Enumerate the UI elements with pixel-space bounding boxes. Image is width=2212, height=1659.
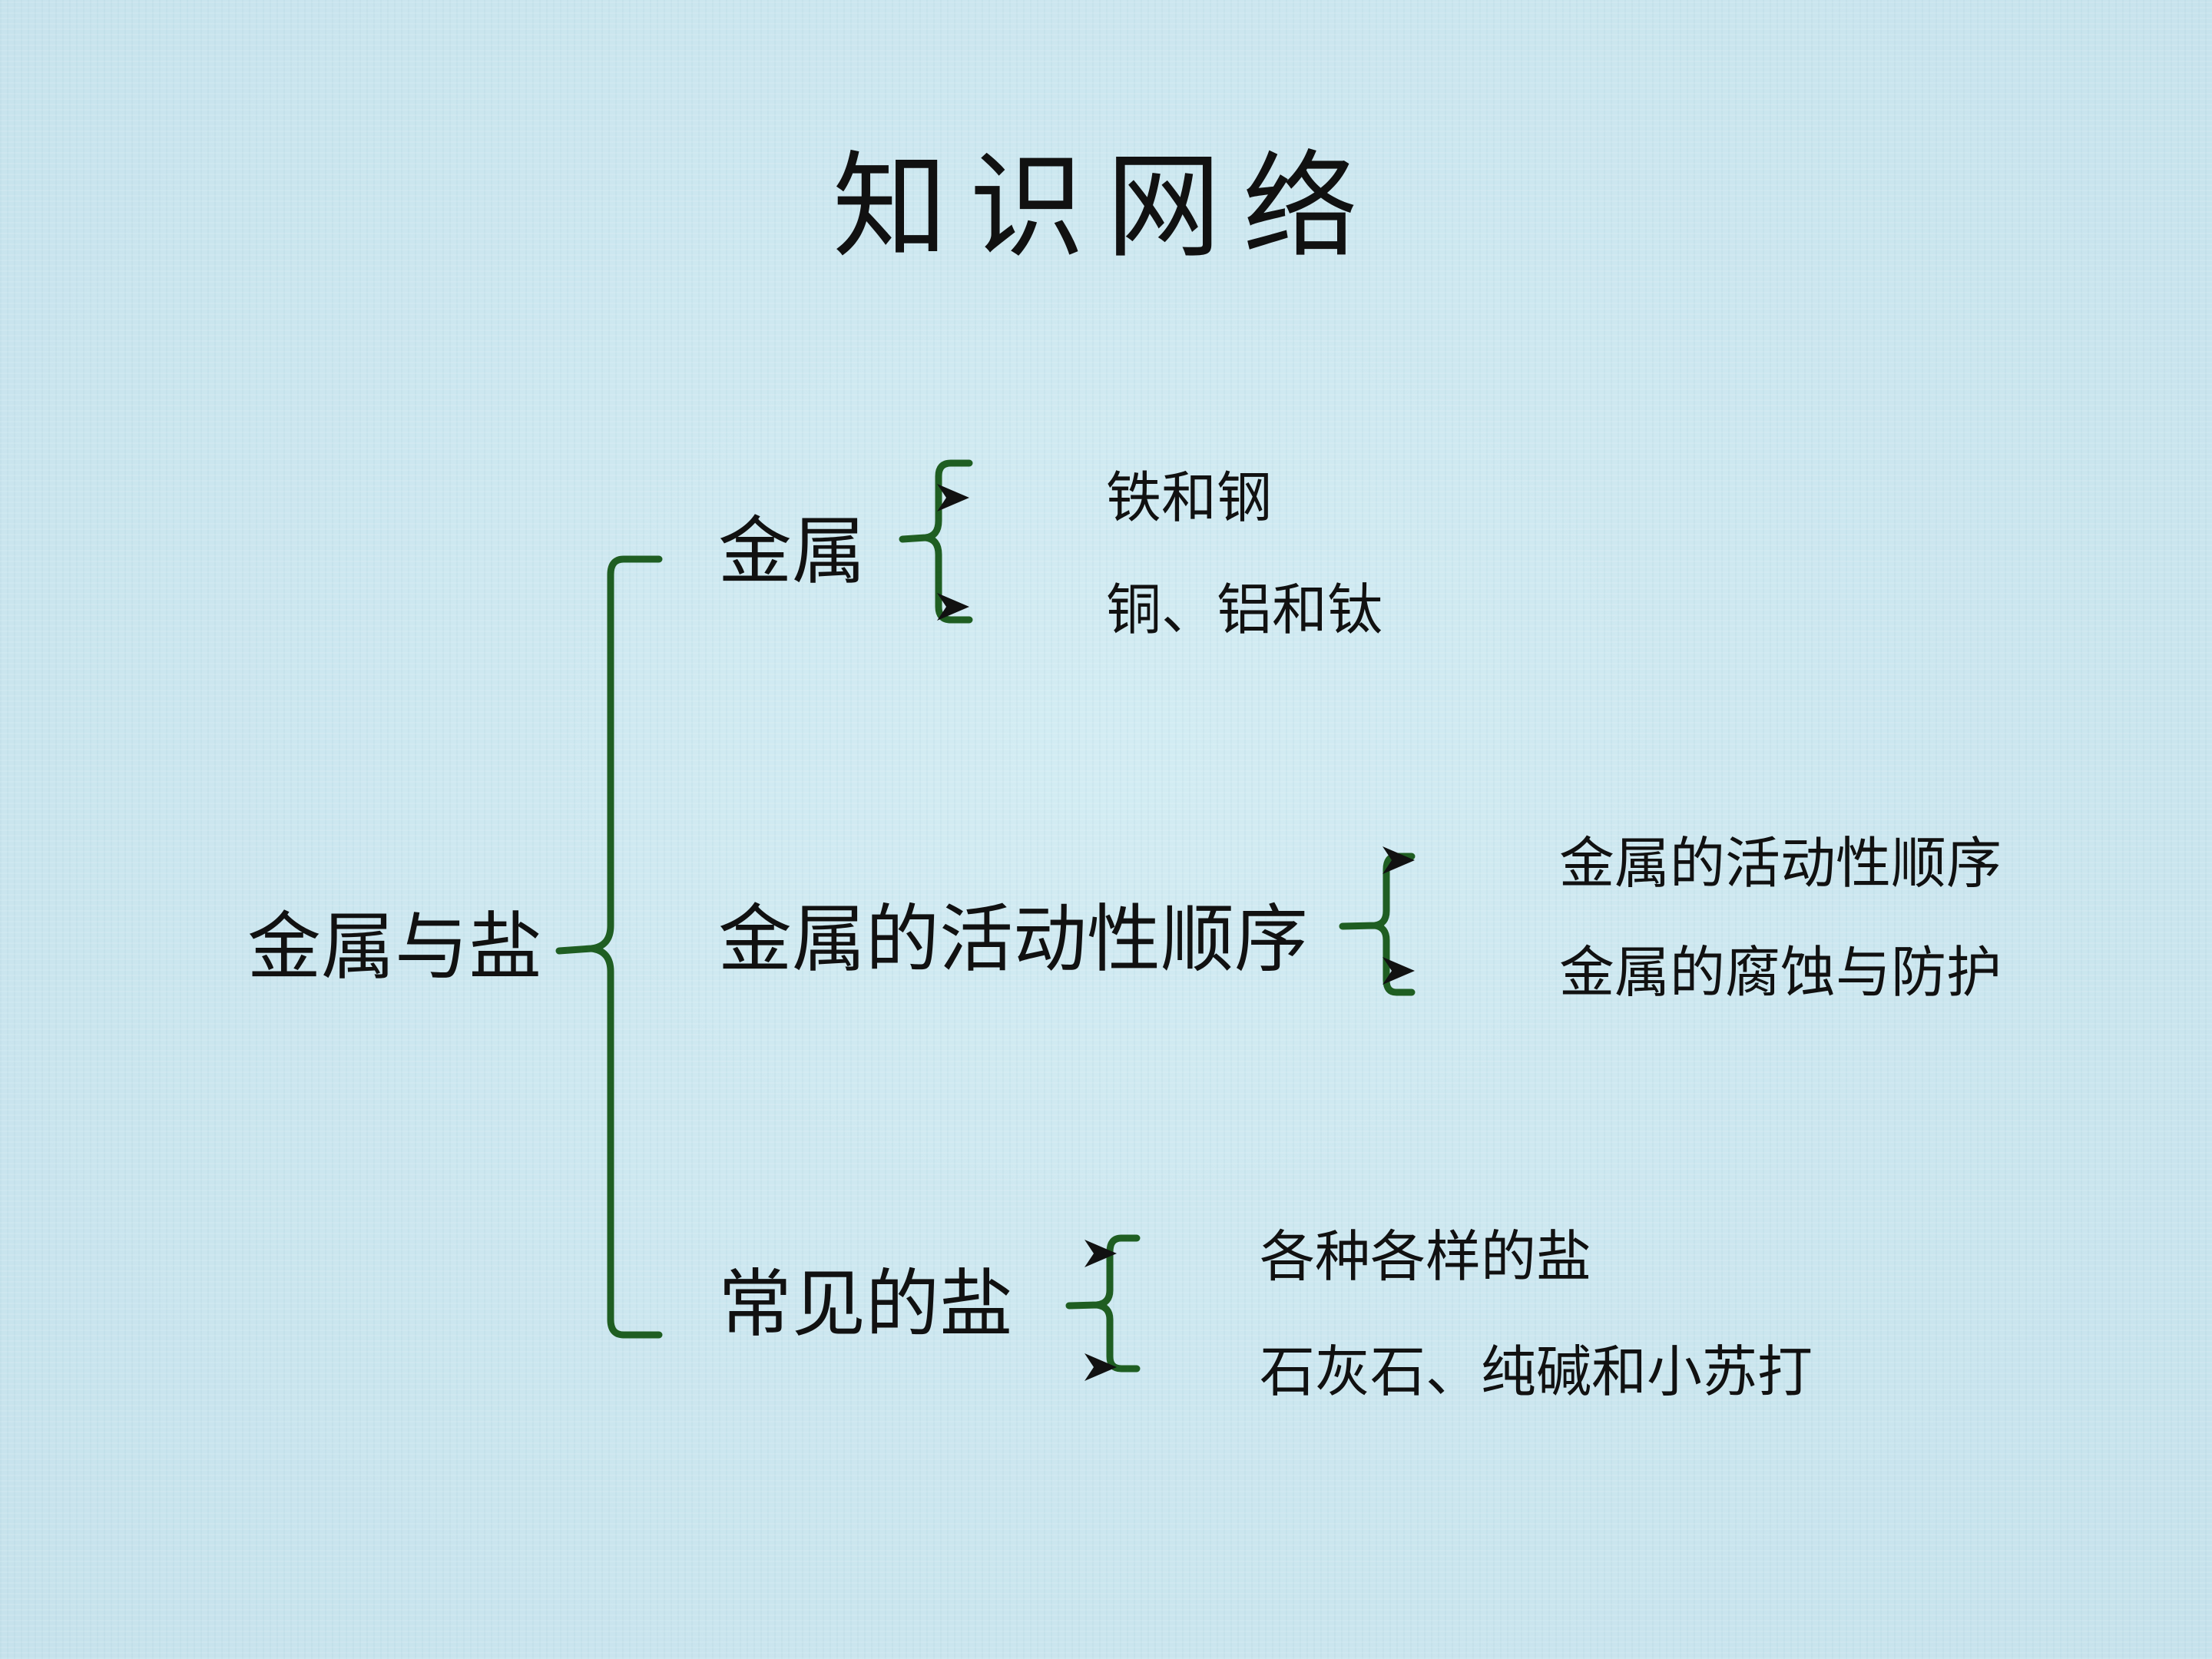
arrowhead-bullet-icon: [937, 593, 969, 621]
branch-3-item-1: 各种各样的盐: [1260, 1224, 1592, 1289]
arrowhead-bullet-icon: [1382, 957, 1415, 985]
branch-3-bullet-2: [1084, 1353, 1117, 1381]
arrowhead-bullet-icon: [937, 484, 969, 512]
branch-1-bullet-2: [937, 593, 969, 621]
branch-1-bracket: [899, 459, 973, 624]
branch-2-bullet-1: [1382, 846, 1415, 874]
arrowhead-bullet-icon: [1084, 1353, 1117, 1381]
branch-3-label: 常见的盐: [718, 1261, 1013, 1347]
branch-3-bullet-1: [1084, 1240, 1117, 1267]
branch-1-bullet-1: [937, 484, 969, 512]
branch-2-bullet-2: [1382, 957, 1415, 985]
arrowhead-bullet-icon: [1084, 1240, 1117, 1267]
branch-1-item-1: 铁和钢: [1106, 465, 1273, 530]
branch-1-item-2: 铜、铝和钛: [1106, 578, 1383, 642]
branch-3-bracket: [1065, 1234, 1141, 1373]
branch-2-item-1: 金属的活动性顺序: [1559, 831, 2002, 896]
arrowhead-bullet-icon: [1382, 846, 1415, 874]
branch-2-label: 金属的活动性顺序: [718, 896, 1308, 982]
root-node-label: 金属与盐: [247, 904, 542, 990]
branch-1-label: 金属: [718, 508, 866, 594]
branch-2-item-2: 金属的腐蚀与防护: [1559, 940, 2002, 1005]
branch-3-item-2: 石灰石、纯碱和小苏打: [1260, 1339, 1813, 1404]
root-bracket: [555, 555, 663, 1339]
slide-title: 知识网络: [832, 141, 1379, 274]
